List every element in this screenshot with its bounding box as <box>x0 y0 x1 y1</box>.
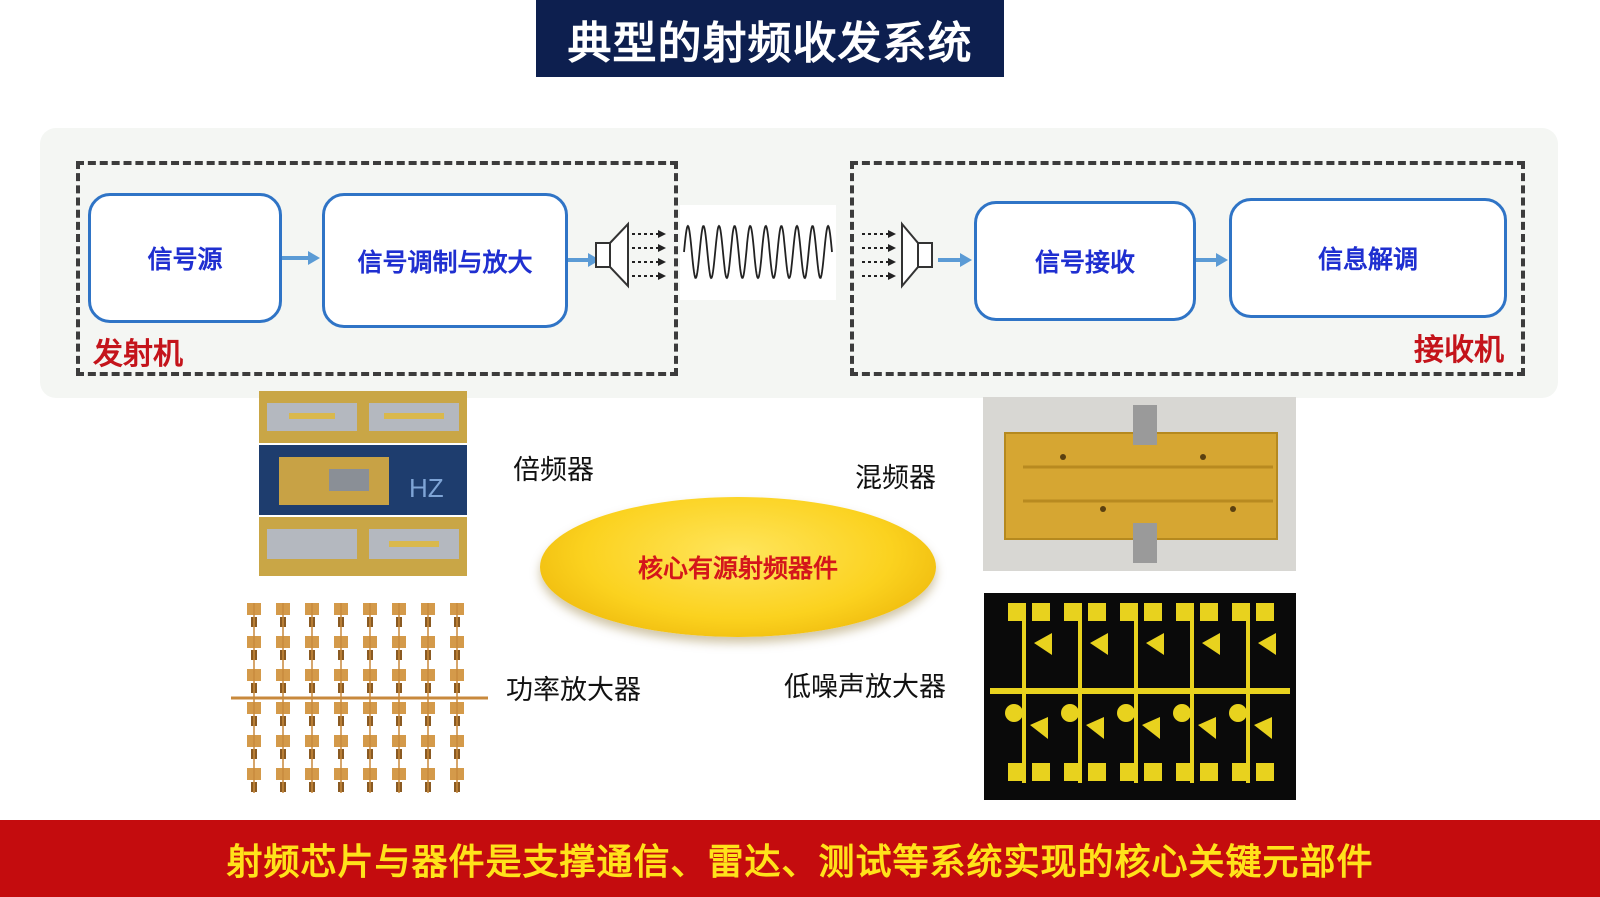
arrow-right-icon <box>568 253 600 267</box>
waveform-icon <box>683 224 833 280</box>
svg-text:HZ: HZ <box>409 473 444 503</box>
block-signal-receive: 信号接收 <box>974 201 1196 321</box>
transmitter-label: 发射机 <box>93 337 183 372</box>
arrow-right-icon <box>938 253 972 267</box>
block-demodulation: 信息解调 <box>1229 198 1507 318</box>
lna-label: 低噪声放大器 <box>784 672 946 703</box>
speaker-icon <box>595 221 666 289</box>
mixer-photo <box>983 397 1296 571</box>
multiplier-label: 倍频器 <box>513 455 594 486</box>
power-amplifier-layout <box>227 597 492 800</box>
transmitter-group <box>76 161 678 376</box>
arrow-right-icon <box>282 251 320 265</box>
lna-chip-photo <box>984 593 1296 800</box>
page-title: 典型的射频收发系统 <box>536 0 1004 77</box>
block-signal-source: 信号源 <box>88 193 282 323</box>
power-amplifier-label: 功率放大器 <box>506 675 641 706</box>
receiver-group <box>850 161 1525 376</box>
speaker-icon <box>862 221 933 289</box>
conclusion-banner: 射频芯片与器件是支撑通信、雷达、测试等系统实现的核心关键元部件 <box>0 820 1600 897</box>
mixer-label: 混频器 <box>855 463 936 494</box>
multiplier-photo: HZ <box>259 391 467 576</box>
waveform-panel <box>680 205 836 300</box>
receiver-label: 接收机 <box>1414 333 1504 368</box>
arrow-right-icon <box>1196 253 1228 267</box>
block-modulation-amplify: 信号调制与放大 <box>322 193 568 328</box>
core-components-ellipse: 核心有源射频器件 <box>540 497 936 637</box>
